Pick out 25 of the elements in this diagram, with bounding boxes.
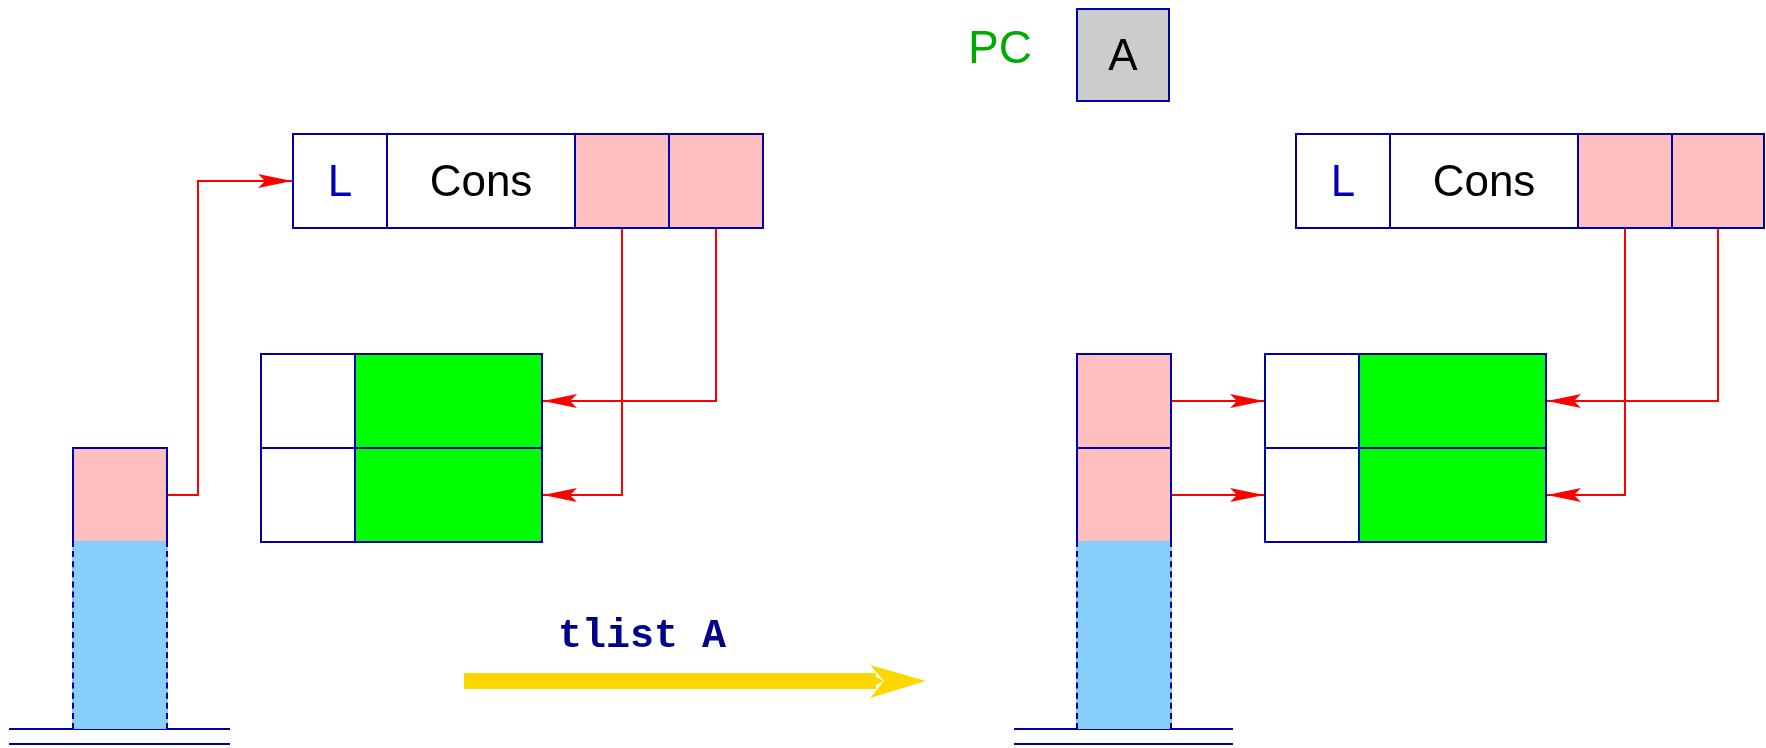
empty-cell (1076, 353, 1172, 449)
arrow (1546, 228, 1626, 502)
arrow (167, 174, 293, 496)
register-label: PC (968, 24, 1032, 70)
instruction-label: tlist A (558, 614, 727, 659)
cell-label: Cons (1432, 159, 1536, 203)
cell-label: A (1108, 33, 1138, 77)
arrow (542, 228, 623, 502)
record-cell (1389, 133, 1579, 229)
record-cell (386, 133, 576, 229)
record-cell (1295, 133, 1391, 229)
cell-label: L (327, 159, 353, 203)
stack-block (1076, 541, 1172, 729)
arrow (1171, 488, 1265, 502)
cell-label: Cons (429, 159, 533, 203)
arrow (1171, 394, 1265, 408)
arrow (542, 228, 717, 408)
empty-cell (1076, 447, 1172, 543)
cell-label: L (1330, 159, 1356, 203)
empty-cell (72, 447, 168, 543)
stack-block (72, 541, 168, 729)
record-cell (292, 133, 388, 229)
record-cell (1076, 8, 1170, 102)
empty-cell (1671, 133, 1765, 229)
arrow (1546, 228, 1719, 408)
